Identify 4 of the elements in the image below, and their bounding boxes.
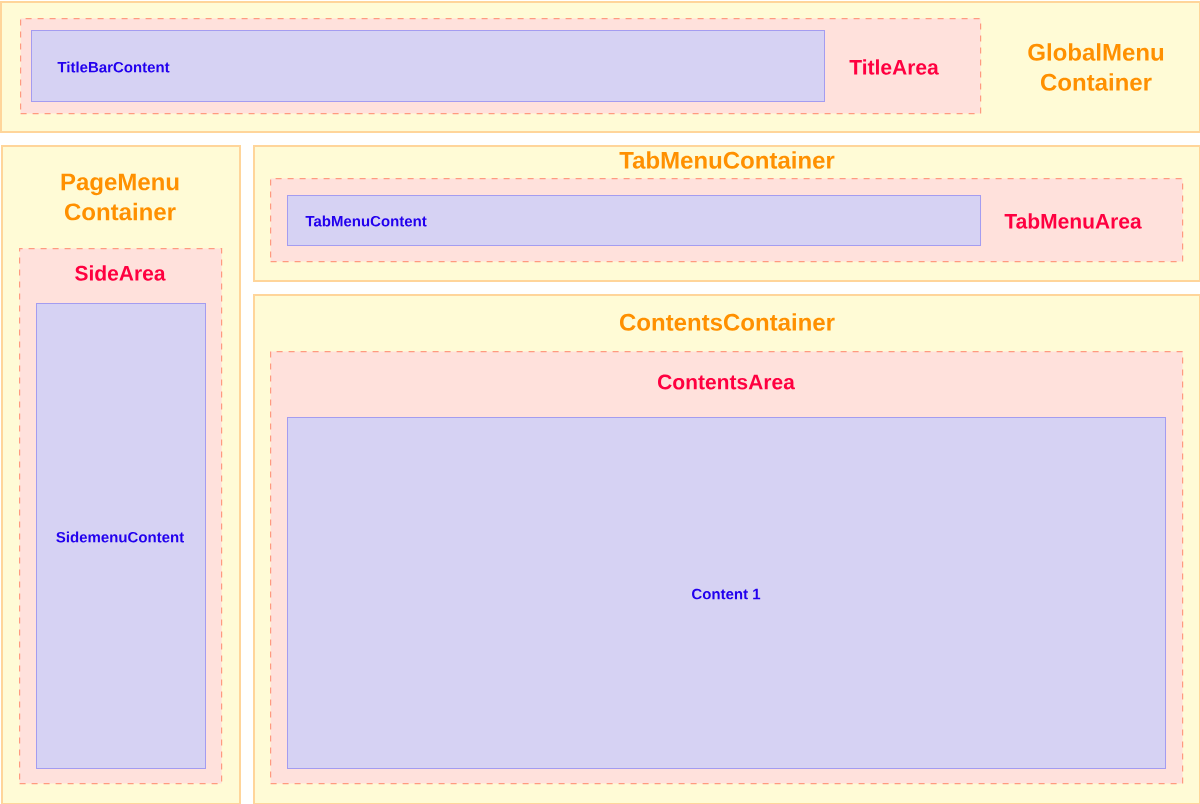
content-box: Content 1: [287, 417, 1166, 769]
content-box: TabMenuContent: [287, 195, 981, 246]
content-box: SidemenuContent: [36, 303, 206, 769]
content-box: TitleBarContent: [31, 30, 825, 102]
